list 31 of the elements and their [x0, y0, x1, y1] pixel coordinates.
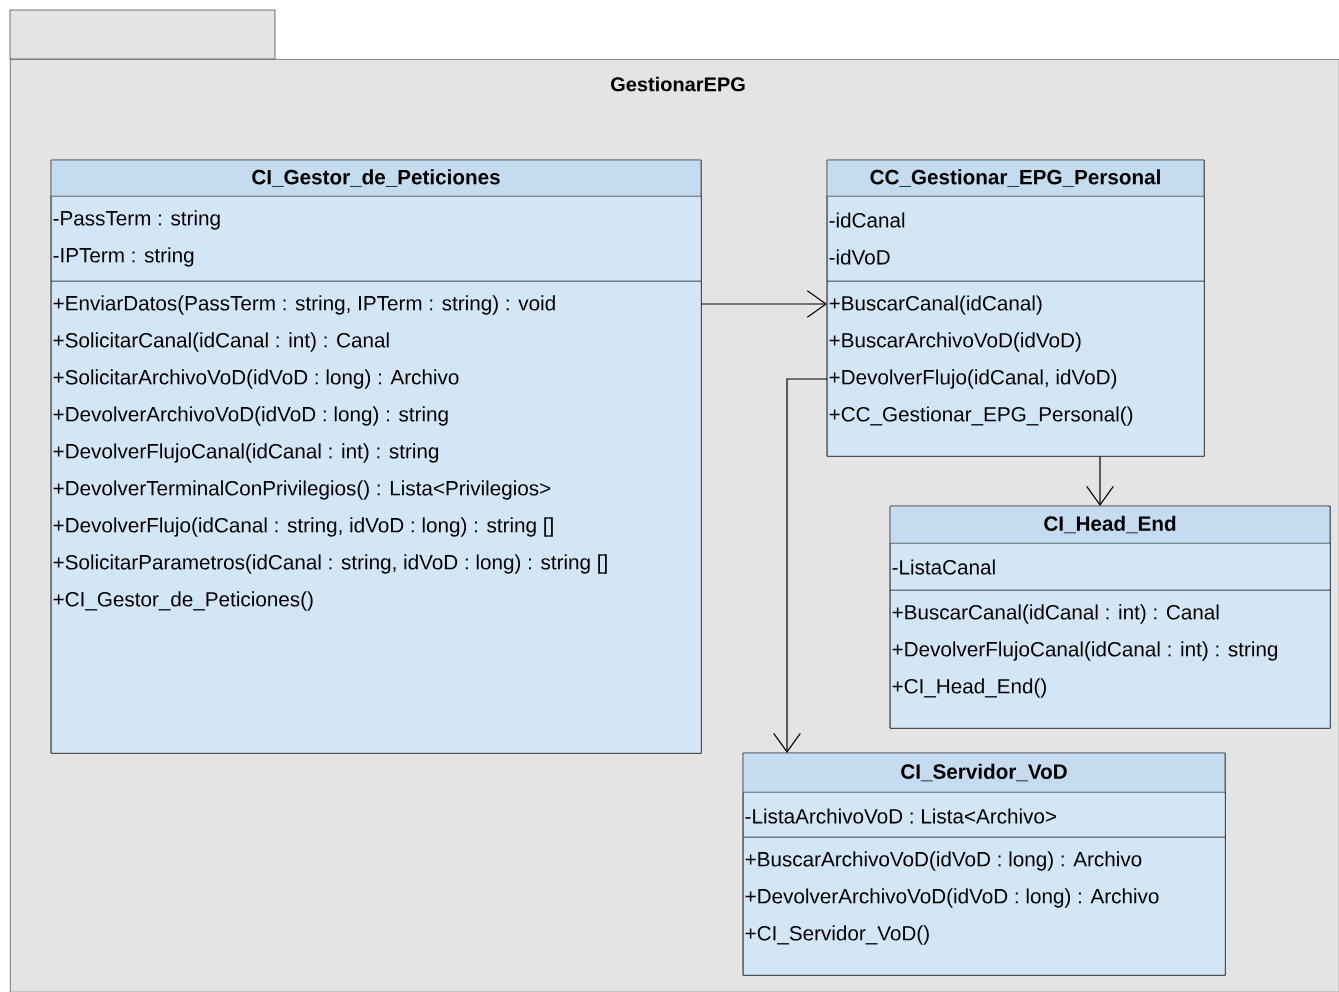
operation-text: +CI_Servidor_VoD() — [745, 925, 929, 945]
operation-text: +BuscarCanal(idCanal : int) : Canal — [892, 604, 1219, 624]
attribute-compartment — [743, 792, 1226, 838]
operation-text: +SolicitarParametros(idCanal : string, idVoD : long) : string [] — [53, 554, 607, 574]
operation-text: +DevolverArchivoVoD(idVoD : long) : string — [53, 406, 448, 426]
operation-text: +SolicitarCanal(idCanal : int) : Canal — [53, 332, 389, 352]
attribute-compartment — [890, 543, 1331, 591]
operation-text: +DevolverFlujo(idCanal, idVoD) — [829, 369, 1117, 389]
operation-text: +SolicitarArchivoVoD(idVoD : long) : Archivo — [53, 369, 459, 389]
operation-text: +CI_Head_End() — [892, 678, 1046, 698]
attribute-text: -ListaArchivoVoD : Lista<Archivo> — [745, 808, 1056, 824]
operation-text: +DevolverFlujoCanal(idCanal : int) : string — [892, 641, 1278, 661]
operation-text: +DevolverFlujoCanal(idCanal : int) : string — [53, 443, 439, 463]
operation-text: +BuscarArchivoVoD(idVoD) — [829, 332, 1081, 352]
operation-text: +BuscarCanal(idCanal) — [829, 295, 1042, 315]
operation-text: +DevolverTerminalConPrivilegios() : Lista<Privilegios> — [53, 480, 551, 500]
attribute-text: -idCanal — [829, 212, 905, 228]
operation-text: +CC_Gestionar_EPG_Personal() — [829, 406, 1133, 426]
operation-text: +CI_Gestor_de_Peticiones() — [53, 591, 313, 611]
attribute-compartment — [51, 196, 702, 282]
arrow — [700, 290, 827, 318]
attribute-text: -IPTerm : string — [53, 247, 194, 267]
attribute-compartment — [827, 196, 1205, 282]
operation-text: +DevolverArchivoVoD(idVoD : long) : Archivo — [745, 888, 1159, 908]
attribute-text: -idVoD — [829, 249, 890, 265]
operation-text: +EnviarDatos(PassTerm : string, IPTerm : string) : void — [53, 295, 555, 315]
arrow — [773, 378, 828, 753]
operation-text: +DevolverFlujo(idCanal : string, idVoD : long) : string [] — [53, 517, 553, 537]
operation-text: +BuscarArchivoVoD(idVoD : long) : Archivo — [745, 851, 1142, 871]
attribute-text: -PassTerm : string — [53, 210, 220, 230]
attribute-text: -ListaCanal — [892, 559, 995, 575]
